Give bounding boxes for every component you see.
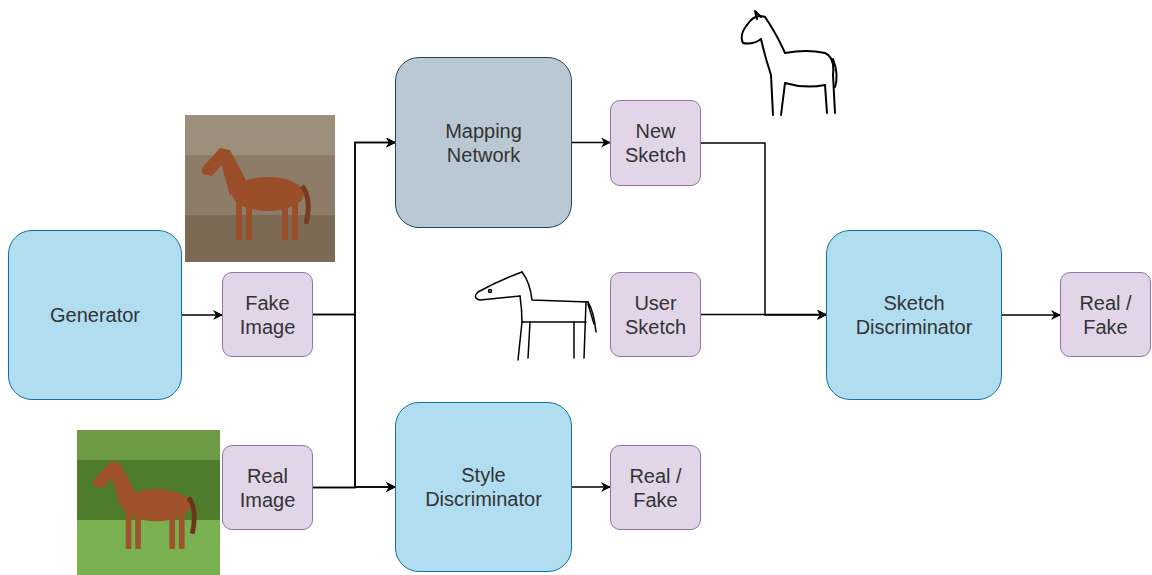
node-label: Mapping Network <box>416 119 551 167</box>
node-label: Sketch Discriminator <box>847 291 981 339</box>
flow-arrow <box>701 314 826 316</box>
node-label: Generator <box>50 303 140 327</box>
network-box: Mapping Network <box>395 57 572 228</box>
flow-arrow <box>313 143 395 488</box>
node-label: Fake Image <box>229 291 306 339</box>
data-box: Fake Image <box>222 272 313 357</box>
node-label: Real / Fake <box>617 464 694 512</box>
flow-arrow <box>572 486 610 488</box>
data-box: User Sketch <box>610 272 701 357</box>
flow-arrow <box>182 314 222 316</box>
user-sketch-drawing <box>475 272 596 360</box>
node-label: User Sketch <box>617 291 694 339</box>
flow-arrow <box>572 142 610 144</box>
node-label: New Sketch <box>617 119 694 167</box>
node-label: Style Discriminator <box>416 463 551 511</box>
flow-arrow <box>313 486 395 488</box>
flow-arrow <box>313 315 395 488</box>
flow-arrow <box>1002 314 1060 316</box>
new-sketch-drawing <box>742 11 837 115</box>
real-horse-photo <box>77 430 220 575</box>
fake-horse-photo <box>185 115 335 262</box>
data-box: Real / Fake <box>1060 272 1151 357</box>
data-box: Real / Fake <box>610 445 701 530</box>
process-box: Sketch Discriminator <box>826 230 1002 400</box>
data-box: New Sketch <box>610 100 701 186</box>
flow-arrow <box>313 143 395 315</box>
process-box: Style Discriminator <box>395 402 572 572</box>
flow-arrow <box>701 143 826 315</box>
data-box: Real Image <box>222 445 313 530</box>
process-box: Generator <box>8 230 182 400</box>
node-label: Real Image <box>229 464 306 512</box>
node-label: Real / Fake <box>1067 291 1144 339</box>
